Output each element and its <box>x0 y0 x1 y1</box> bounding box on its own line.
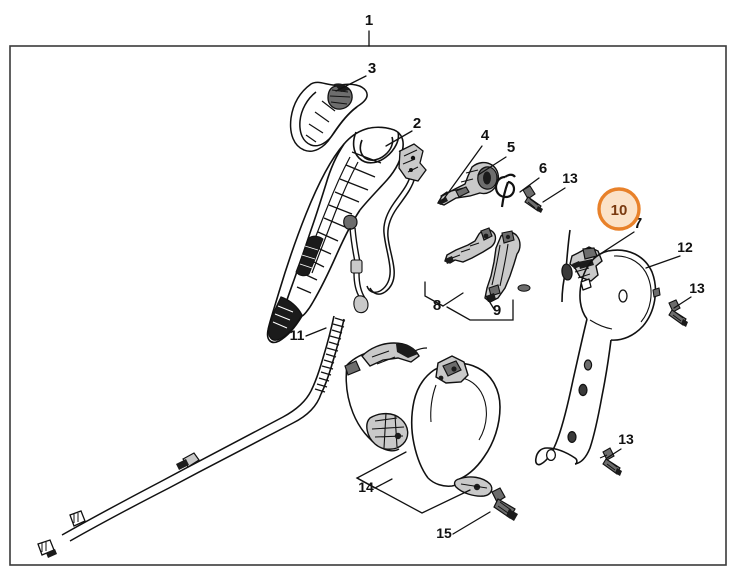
leader-line-4 <box>442 145 483 201</box>
callout-number-c5: 5 <box>507 139 515 156</box>
leader-bracket-8 <box>424 281 444 307</box>
callout-number-c13c: 13 <box>618 431 634 447</box>
part-6-torsion-spring <box>494 173 516 208</box>
callout-number-c6: 6 <box>539 160 547 177</box>
callout-number-c8: 8 <box>433 297 441 314</box>
leader-line-2 <box>385 130 413 147</box>
part-10-wire-clip <box>561 229 573 303</box>
leader-line-14 <box>374 478 393 489</box>
part-2-grip-band <box>295 235 324 277</box>
part-14-bracket-right <box>410 355 501 497</box>
leader-bracket-14b <box>356 477 471 514</box>
callout-number-c9: 9 <box>493 302 501 319</box>
callout-number-c15: 15 <box>436 525 452 541</box>
leader-line-3 <box>335 75 367 92</box>
part-13a-screw <box>522 185 543 213</box>
highlight-circle[interactable] <box>597 187 641 231</box>
leader-line-5 <box>477 156 507 176</box>
leader-line-13 <box>542 187 566 203</box>
callout-number-c4: 4 <box>481 127 490 144</box>
part-13c-screw <box>599 447 622 476</box>
part-7-switch-lever <box>569 246 603 282</box>
callout-number-c7: 7 <box>634 215 642 232</box>
part-11-spring-sleeve <box>37 315 346 558</box>
leader-line-9 <box>485 295 495 310</box>
part-5-throttle-trigger-interlock <box>436 161 500 206</box>
leader-line-11 <box>305 327 327 337</box>
callout-leader-lines <box>305 30 692 535</box>
leader-line-6 <box>519 177 540 193</box>
part-8-throttle-trigger <box>444 227 497 264</box>
assembly-frame-border <box>9 45 727 566</box>
part-2-handle-molding-main <box>266 126 404 344</box>
leader-line-12 <box>645 255 681 269</box>
part-2-grip-end <box>267 296 303 341</box>
part-9-lock-catch <box>484 230 531 303</box>
highlight-annotation-10[interactable]: 10 <box>597 187 641 231</box>
callout-number-c14: 14 <box>358 479 374 495</box>
callout-number-c11: 11 <box>290 327 305 343</box>
leader-line-13 <box>606 448 622 459</box>
leader-bracket-9 <box>446 299 514 321</box>
callout-number-c2: 2 <box>413 115 421 132</box>
leader-line-7 <box>593 231 635 259</box>
part-15-hex-socket-screw <box>491 487 518 521</box>
part-3-knob <box>327 83 353 110</box>
part-12-handle-housing-shell <box>534 249 661 466</box>
leader-line-8 <box>442 292 464 307</box>
cable-fitting-upper <box>343 214 369 314</box>
part-14-bracket-left <box>344 342 428 452</box>
leader-line-15 <box>452 511 491 535</box>
leader-line-13 <box>673 296 692 309</box>
callout-number-c13a: 13 <box>562 170 578 186</box>
callout-number-c3: 3 <box>368 60 376 77</box>
highlight-label: 10 <box>611 202 628 219</box>
callout-number-c12: 12 <box>677 239 693 255</box>
callout-number-c13b: 13 <box>689 280 705 296</box>
handle-bracket-plate <box>398 143 427 182</box>
callout-number-c1: 1 <box>365 12 373 29</box>
part-13b-screw <box>668 299 688 327</box>
